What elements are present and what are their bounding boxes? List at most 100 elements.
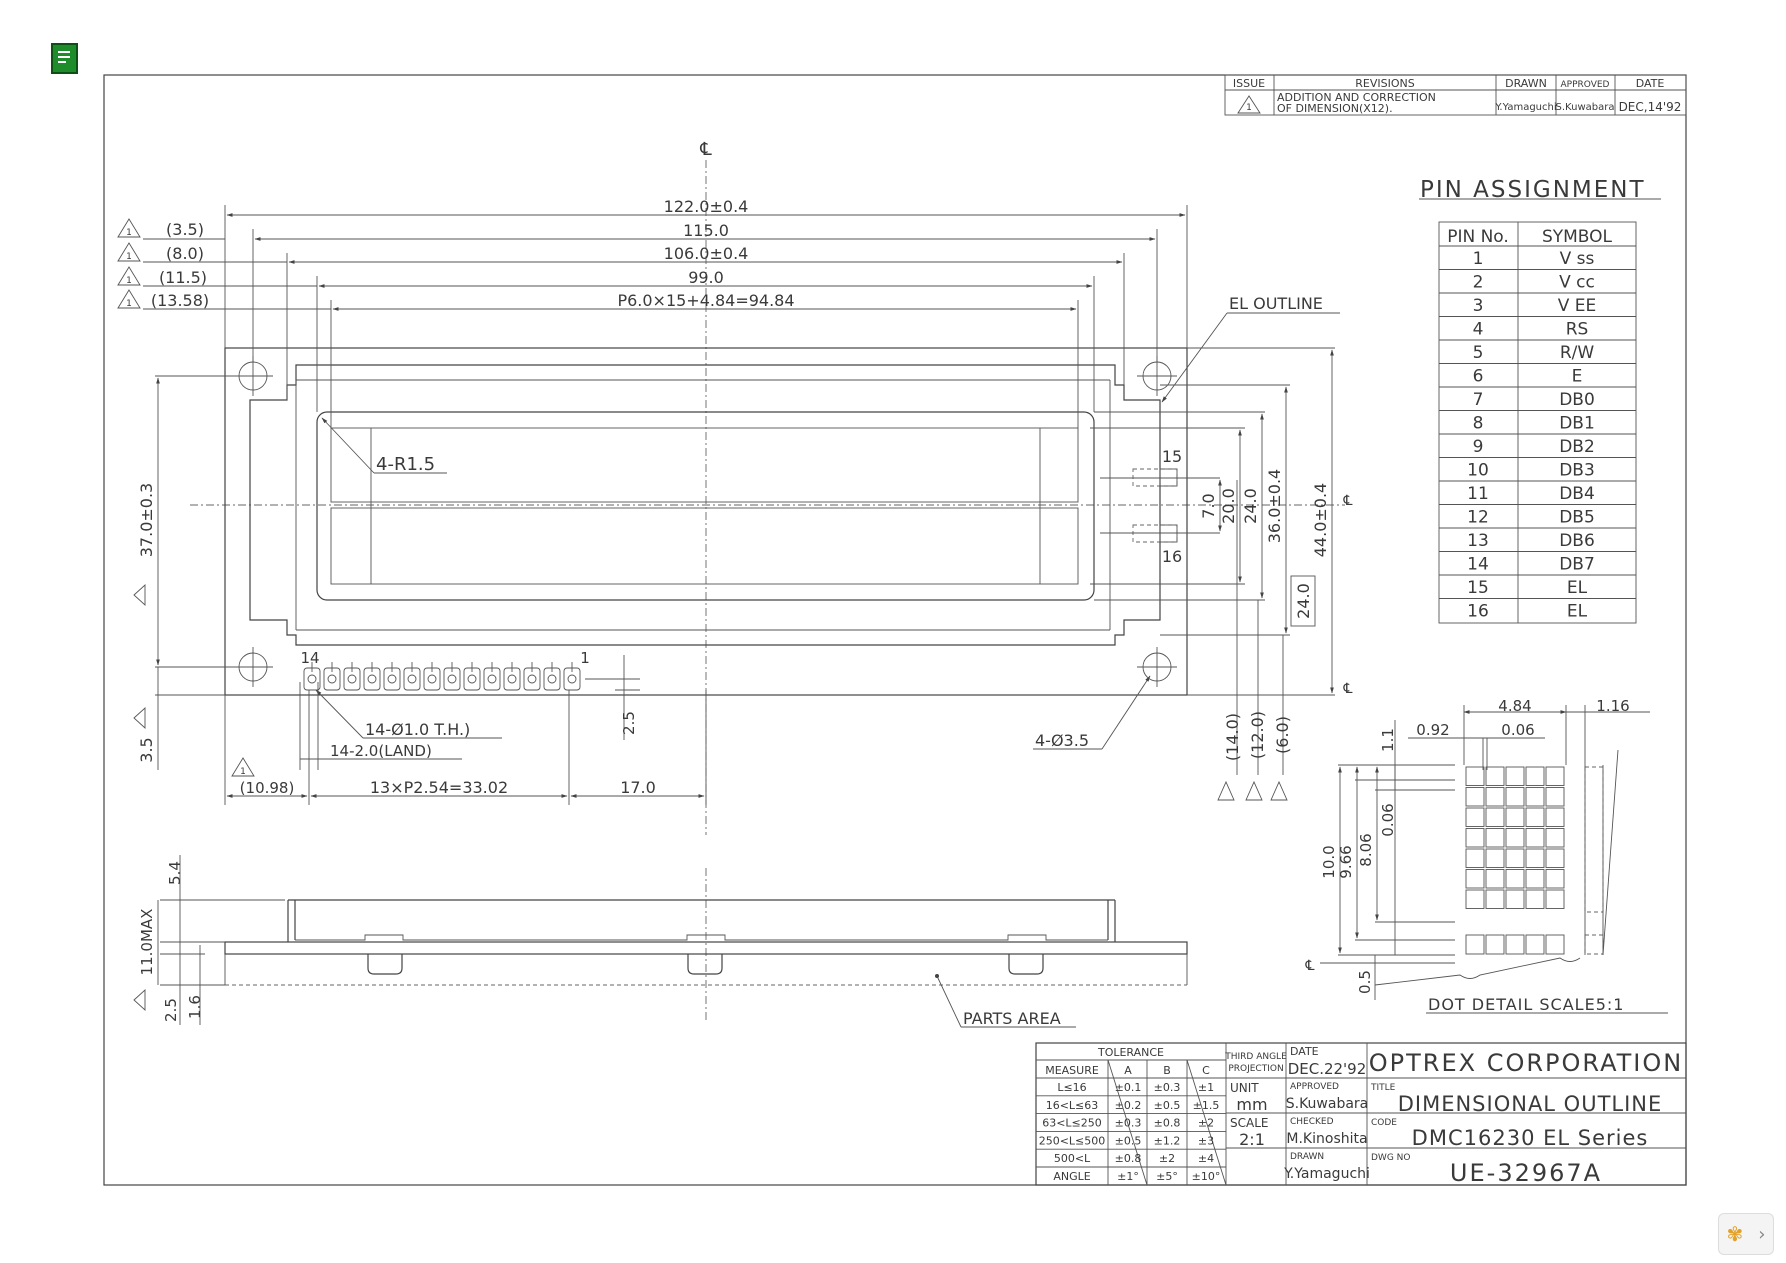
checked-label: CHECKED	[1290, 1117, 1334, 1127]
pin-number: 7	[1473, 390, 1484, 410]
tol-header: C	[1202, 1064, 1210, 1077]
dot-cell	[1545, 807, 1565, 827]
sheet-border	[103, 74, 1687, 1186]
dot-cell	[1505, 869, 1525, 889]
tol-header: A	[1124, 1064, 1132, 1077]
dim-1-16: 1.16	[1596, 697, 1629, 715]
dot-cell	[1505, 889, 1525, 909]
dim-1-6: 1.6	[186, 995, 204, 1019]
connector-pin-holes	[303, 662, 581, 691]
code-label: CODE	[1371, 1118, 1397, 1128]
tol-cell: ±0.5	[1115, 1134, 1142, 1147]
parts-area-label: PARTS AREA	[963, 1009, 1061, 1028]
unit-label: UNIT	[1230, 1081, 1259, 1095]
tol-cell: 63<L≤250	[1042, 1117, 1102, 1130]
rev-header-revisions: REVISIONS	[1355, 77, 1414, 90]
dot-detail: 4.84 1.16 0.92 0.06 10.0 9.66 8.06 1.1 0…	[1305, 697, 1668, 1014]
pin-symbol: E	[1572, 367, 1583, 387]
pin-hole	[507, 674, 517, 684]
approved-label: APPROVED	[1290, 1082, 1339, 1092]
pin-symbol: RS	[1566, 320, 1589, 340]
pin-number: 15	[1467, 578, 1489, 598]
pin-symbol: DB1	[1559, 414, 1595, 434]
tol-cell: 250<L≤500	[1039, 1134, 1106, 1147]
revision-triangle-icon	[133, 583, 146, 607]
dot-cell	[1485, 869, 1505, 889]
pin-number: 8	[1473, 414, 1484, 434]
dim-24-0-box	[1290, 575, 1316, 627]
pcb-side	[224, 941, 1188, 955]
dim-pitch: P6.0×15+4.84=94.84	[617, 291, 794, 310]
date-value: DEC.22'92	[1288, 1060, 1367, 1078]
pin-symbol: EL	[1567, 602, 1588, 622]
tol-cell: ±1°	[1117, 1170, 1139, 1183]
rev-text-line1: ADDITION AND CORRECTION	[1277, 91, 1436, 104]
chevron-right-icon[interactable]: ›	[1758, 1223, 1766, 1245]
cursor-dot-cell	[1505, 934, 1525, 955]
dim-4-84: 4.84	[1498, 697, 1531, 715]
dot-cell	[1465, 889, 1485, 909]
centerline-mark-right: ℄	[1343, 493, 1353, 509]
svg-text:1: 1	[126, 252, 132, 262]
pin-symbol: DB2	[1559, 437, 1595, 457]
dim-122: 122.0±0.4	[664, 197, 749, 216]
pin-number: 13	[1467, 531, 1489, 551]
rev-drawn-value: Y.Yamaguchi	[1494, 102, 1556, 113]
pin-symbol: EL	[1567, 578, 1588, 598]
rev-approved-value: S.Kuwabara	[1556, 102, 1615, 113]
tol-cell: ±1.5	[1193, 1099, 1220, 1112]
dim-24-0: 24.0	[1241, 488, 1260, 524]
cursor-dot-cell	[1545, 934, 1565, 955]
dim-12-0p: (12.0)	[1248, 711, 1267, 759]
dot-cell	[1545, 787, 1565, 807]
dot-cell	[1485, 787, 1505, 807]
pin-number: 3	[1473, 296, 1484, 316]
company-name: OPTREX CORPORATION	[1369, 1049, 1683, 1077]
rev-text-line2: OF DIMENSION(X12).	[1277, 102, 1393, 115]
drawn-label: DRAWN	[1290, 1152, 1324, 1162]
dot-cell	[1485, 766, 1505, 786]
date-label: DATE	[1290, 1045, 1319, 1058]
title-value: DIMENSIONAL OUTLINE	[1398, 1092, 1663, 1116]
rev-header-approved: APPROVED	[1561, 80, 1610, 90]
cursor-dot-cell	[1485, 934, 1505, 955]
dim-8-06: 8.06	[1357, 833, 1375, 866]
green-document-icon[interactable]	[51, 43, 78, 74]
dot-cell	[1485, 848, 1505, 868]
front-view: ℄ 15 16 14 1 122.0±0.4	[117, 139, 1353, 835]
tol-header: MEASURE	[1045, 1064, 1099, 1077]
land-label: 14-2.0(LAND)	[330, 742, 432, 760]
unit-value: mm	[1236, 1095, 1267, 1114]
pin-col-header: PIN No.	[1447, 227, 1509, 247]
dot-cell	[1505, 828, 1525, 848]
cursor-dot-cell	[1465, 934, 1485, 955]
dot-cell	[1485, 807, 1505, 827]
projection-label-2: PROJECTION	[1228, 1064, 1283, 1074]
pin-number: 12	[1467, 508, 1489, 528]
dim-1-1: 1.1	[1379, 728, 1397, 752]
code-value: DMC16230 EL Series	[1412, 1126, 1649, 1150]
pinwheel-logo-icon[interactable]: ✾	[1726, 1222, 1744, 1246]
pin-hole	[467, 674, 477, 684]
pin-hole	[327, 674, 337, 684]
revision-markers-left: 1 1 1 1	[117, 218, 141, 309]
projection-label-1: THIRD ANGLE	[1224, 1052, 1287, 1062]
dot-cell	[1545, 766, 1565, 786]
dot-cell	[1465, 766, 1485, 786]
pin-symbol: V cc	[1559, 273, 1595, 293]
dot-cell	[1465, 807, 1485, 827]
dot-cell	[1525, 787, 1545, 807]
tol-cell: ±0.2	[1115, 1099, 1142, 1112]
tol-cell: ±2	[1159, 1152, 1175, 1165]
pin-hole	[427, 674, 437, 684]
centerline-mark: ℄	[699, 139, 712, 160]
pin-symbol: DB0	[1559, 390, 1595, 410]
svg-text:1: 1	[126, 299, 132, 309]
pin14-label: 14	[300, 649, 319, 667]
viewer-widget[interactable]: ✾ ›	[1718, 1213, 1774, 1255]
scale-value: 2:1	[1239, 1130, 1265, 1149]
